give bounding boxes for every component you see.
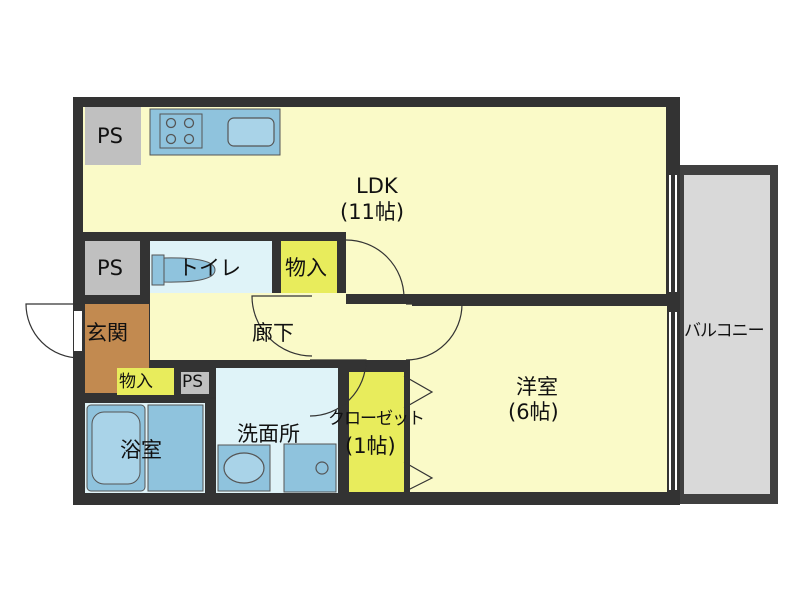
ldk-size: (11帖) [340,200,405,224]
western-room-name: 洋室 [516,375,558,399]
storage-lower-label: 物入 [119,372,153,392]
front-door-opening [74,311,82,351]
washing-machine-icon [283,443,337,493]
ps-middle-label: PS [97,256,123,280]
ps-middle-box [85,241,140,295]
toilet-label: トイレ [178,256,241,280]
storage-lower-box [117,368,174,395]
sink-icon [227,117,275,147]
bathroom-label: 浴室 [120,438,162,462]
ps-small-label: PS [182,372,204,392]
storage-upper-box [281,241,337,293]
ldk-name: LDK [356,174,398,198]
door-swings [25,239,463,493]
closet-size: (1帖) [345,434,396,458]
storage-upper-label: 物入 [285,256,327,280]
ps-small-box [181,372,209,394]
closet-label: クローゼット [328,409,425,429]
ps-top-label: PS [97,124,123,148]
washroom-label: 洗面所 [237,422,300,446]
entrance-label: 玄関 [86,321,128,345]
western-room-floor [410,306,667,492]
ps-top-box [85,107,141,165]
stove-icon [159,113,203,149]
closet-floor [349,372,404,492]
balcony-label: バルコニー [684,321,765,341]
hallway-floor [150,304,412,360]
window-marks [669,175,677,490]
western-room-size: (6帖) [508,400,559,424]
toilet-icon [151,254,165,286]
hallway-label: 廊下 [252,321,294,345]
